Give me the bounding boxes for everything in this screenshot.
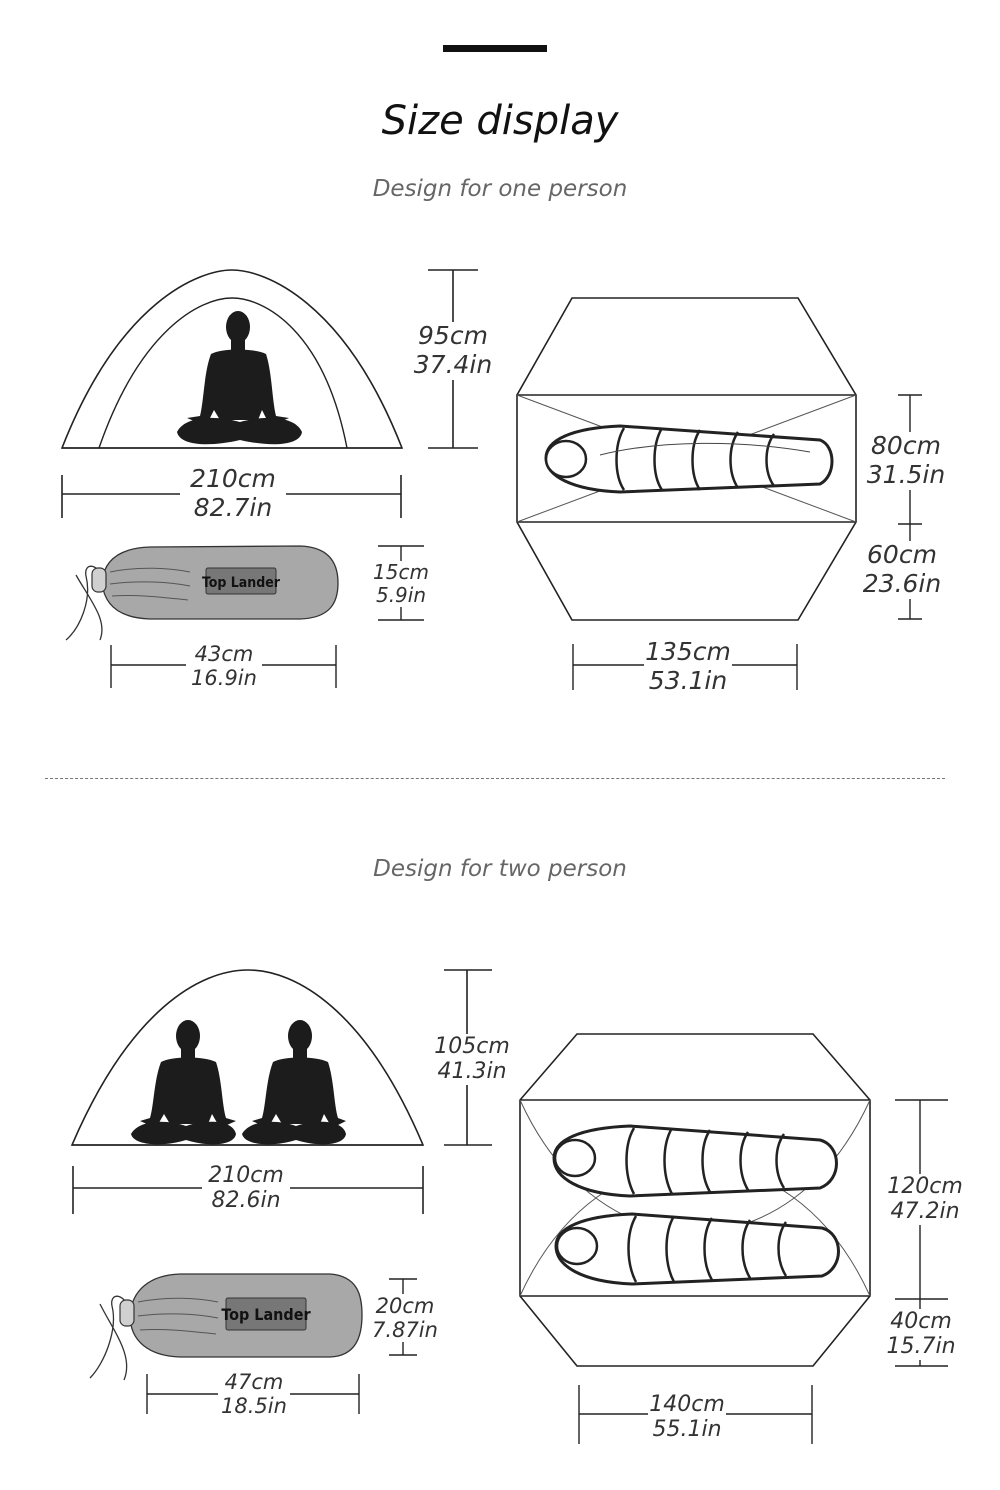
floor-width-in: 31.5in <box>866 459 946 489</box>
tent-top-view-one <box>516 297 857 621</box>
tent-height-in: 37.4in <box>413 349 493 379</box>
floor-width-label-two: 120cm 47.2in <box>884 1174 966 1225</box>
section-subtitle-one-person: Design for one person <box>372 176 628 202</box>
floor-length-label-one: 135cm 53.1in <box>644 637 732 696</box>
bag-length-in: 18.5in <box>221 1394 287 1419</box>
floor-length-label-two: 140cm 55.1in <box>648 1392 726 1443</box>
bag-diameter-cm: 20cm <box>375 1294 435 1318</box>
vestibule-depth-cm: 60cm <box>867 540 937 569</box>
bag-length-label-two: 47cm 18.5in <box>218 1370 290 1419</box>
tent-height-label-one: 95cm 37.4in <box>408 321 498 380</box>
bag-length-cm: 43cm <box>194 642 254 666</box>
tent-height-label-two: 105cm 41.3in <box>428 1034 516 1085</box>
vestibule-depth-cm: 40cm <box>890 1309 952 1334</box>
tent-width-cm: 210cm <box>190 464 276 493</box>
floor-width-cm: 80cm <box>871 431 941 460</box>
tent-height-cm: 95cm <box>418 321 488 350</box>
floor-width-label-one: 80cm 31.5in <box>864 431 948 490</box>
floor-length-cm: 140cm <box>649 1392 725 1417</box>
stuff-sack-icon: Top Lander <box>65 545 339 641</box>
sleeping-bag-icon <box>554 1212 840 1286</box>
vestibule-depth-label-one: 60cm 23.6in <box>860 540 944 599</box>
bag-diameter-label-one: 15cm 5.9in <box>368 561 434 607</box>
header-accent-bar <box>443 45 547 52</box>
person-silhouette-icon <box>131 1020 236 1145</box>
bag-diameter-cm: 15cm <box>373 560 429 584</box>
floor-width-in: 47.2in <box>890 1199 960 1225</box>
floor-length-in: 53.1in <box>648 665 728 695</box>
tent-front-view-one <box>60 269 404 449</box>
bag-length-cm: 47cm <box>224 1370 284 1394</box>
floor-length-in: 55.1in <box>652 1417 722 1443</box>
sleeping-bag-icon <box>544 424 834 494</box>
sleeping-bag-icon <box>552 1124 838 1198</box>
floor-length-cm: 135cm <box>645 637 731 666</box>
tent-width-cm: 210cm <box>208 1163 284 1188</box>
floor-width-cm: 120cm <box>887 1174 963 1199</box>
tent-height-cm: 105cm <box>434 1034 510 1059</box>
bag-diameter-in: 7.87in <box>372 1318 438 1343</box>
tent-height-in: 41.3in <box>437 1059 507 1085</box>
person-silhouette-icon <box>177 311 302 445</box>
bag-length-in: 16.9in <box>191 666 257 691</box>
tent-width-label-one: 210cm 82.7in <box>180 464 286 523</box>
section-divider <box>45 778 945 779</box>
tent-width-in: 82.6in <box>211 1188 281 1214</box>
brand-logo-two: Top Lander <box>221 1305 311 1324</box>
tent-width-label-two: 210cm 82.6in <box>202 1163 290 1214</box>
page-title: Size display <box>381 98 619 144</box>
tent-width-in: 82.7in <box>193 492 273 522</box>
vestibule-depth-in: 23.6in <box>862 568 942 598</box>
bag-diameter-label-two: 20cm 7.87in <box>368 1294 442 1343</box>
bag-length-label-one: 43cm 16.9in <box>186 642 262 691</box>
vestibule-depth-label-two: 40cm 15.7in <box>884 1309 958 1360</box>
person-silhouette-icon <box>242 1020 346 1145</box>
bag-diameter-in: 5.9in <box>375 583 427 607</box>
brand-logo-one: Top Lander <box>202 575 281 591</box>
vestibule-depth-in: 15.7in <box>886 1334 956 1360</box>
section-subtitle-two-person: Design for two person <box>373 856 627 882</box>
